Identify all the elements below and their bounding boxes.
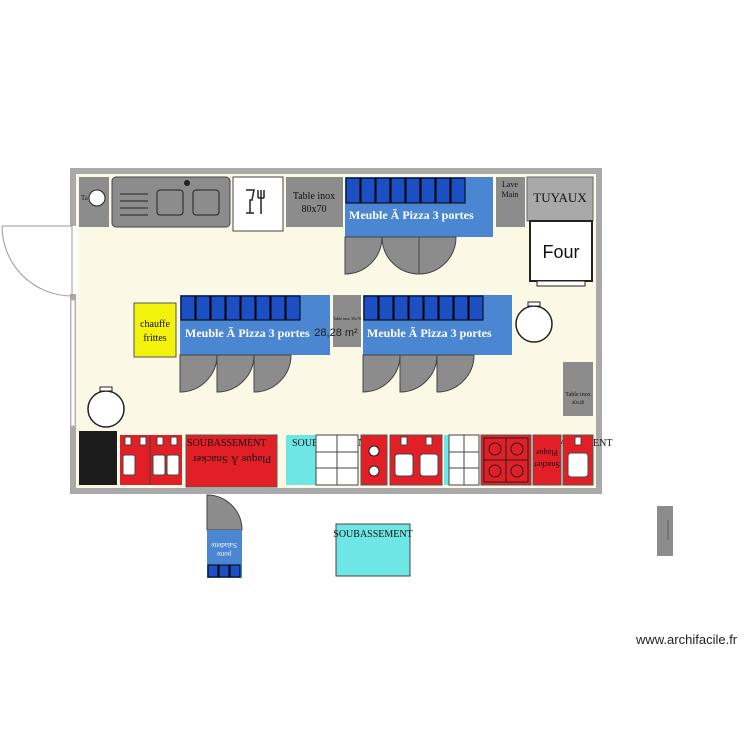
saladette-label-2: porte (217, 550, 231, 558)
meuble-pizza-right-doors (362, 354, 475, 393)
lave-main-label-2: Main (502, 190, 519, 199)
meuble-pizza-right-label: Meuble Ã Pizza 3 portes (367, 326, 492, 340)
black-block (79, 431, 117, 485)
plaque-snacker-1 (185, 434, 278, 488)
four-oven (529, 220, 593, 282)
small-gray-block-right (657, 506, 673, 556)
tuyaux-label: TUYAUX (533, 190, 587, 205)
table-inox-right-label-1: Table inox (565, 392, 590, 398)
door-opening (68, 226, 78, 294)
four-label: Four (542, 242, 579, 262)
area-label: 28,28 m² (314, 327, 358, 339)
soubassement-1-label: SOUBASSEMENT (187, 438, 266, 449)
saladette-label-1: Saladette (211, 541, 237, 549)
meuble-pizza-top-bins (345, 177, 466, 204)
watermark-text: www.archifacile.fr (636, 632, 738, 647)
lave-main-label-1: Lave (502, 180, 518, 189)
soubassement-bottom (335, 523, 411, 577)
meuble-pizza-top-label: Meuble Ã Pizza 3 portes (349, 208, 474, 222)
stool-right (515, 305, 553, 343)
sink-basin-2 (192, 189, 220, 216)
meuble-pizza-right-bins (363, 295, 484, 321)
meuble-pizza-left-bins (180, 295, 301, 321)
table-inox-top-label: Table inox (293, 191, 335, 202)
plaque-snacker-1-label: Plaque Ã Snacker (192, 453, 271, 465)
plaque-snacker-2 (532, 434, 562, 486)
plaque-snacker-2-label-a: Plaque (536, 448, 558, 457)
sink-basin-1 (156, 189, 184, 216)
meuble-pizza-left-label: Meuble Ã Pizza 3 portes (185, 326, 310, 340)
soubassement-bottom-label: SOUBASSEMENT (333, 529, 412, 540)
table-inox-top-size: 80x70 (302, 204, 327, 215)
table-inox-right-label-2: 40x40 (572, 401, 585, 406)
red-unit-1-details (122, 436, 180, 476)
saladette-door (206, 494, 243, 531)
meuble-pizza-top-doors (344, 236, 457, 275)
middle-small-table (333, 295, 361, 347)
middle-small-table-label: Table inox 30x70 (333, 316, 361, 321)
red-unit-2 (360, 434, 388, 486)
lave-main (496, 177, 525, 227)
glass-rack (232, 176, 284, 232)
chauffe-frittes-label-1: chauffe (140, 319, 170, 330)
tuyaux-block (526, 176, 594, 222)
table-inox-right (563, 362, 593, 416)
small-table-label: Ta (81, 194, 89, 202)
stool-left (87, 390, 125, 428)
chauffe-frittes (133, 302, 177, 358)
sink-round-icon (88, 189, 106, 207)
window-left (70, 299, 76, 427)
door-swing (1, 225, 73, 297)
table-inox-top (286, 177, 343, 227)
wineglass-icon (246, 189, 255, 214)
chauffe-frittes-label-2: frittes (143, 333, 166, 344)
fork-icon (257, 190, 265, 214)
meuble-pizza-left-doors (179, 354, 292, 393)
plaque-snacker-2-label-b: Snacker (534, 460, 560, 469)
